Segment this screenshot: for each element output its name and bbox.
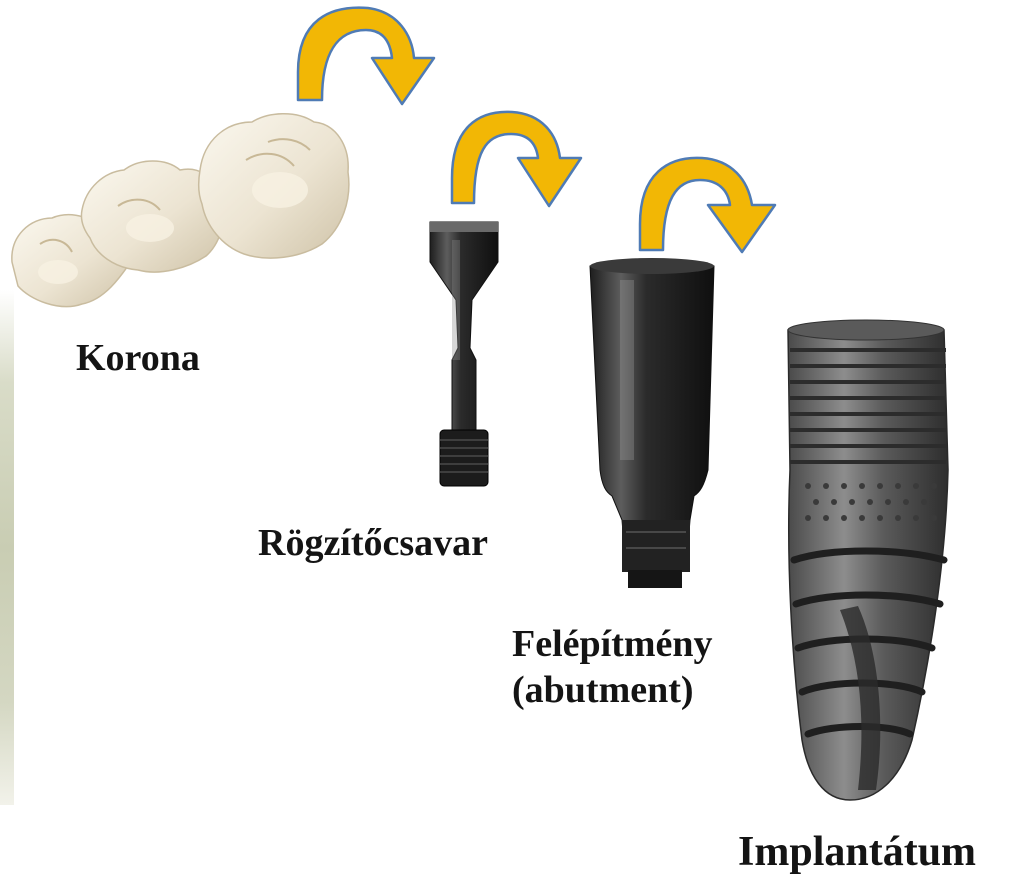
retaining-screw-image [430,222,498,486]
implant-label: Implantátum [738,827,976,877]
arrow-screw-to-abutment-icon [452,112,581,206]
abutment-label-line2: (abutment) [512,668,713,714]
crown-bridge-image [12,114,349,307]
abutment-label: Felépítmény (abutment) [512,622,713,713]
crown-label: Korona [76,336,200,382]
arrow-crown-to-screw-icon [298,8,434,104]
implant-image [788,320,948,800]
abutment-image [590,258,714,588]
abutment-label-line1: Felépítmény [512,622,713,668]
screw-label: Rögzítőcsavar [258,521,488,567]
arrow-abutment-to-implant-icon [640,158,775,252]
